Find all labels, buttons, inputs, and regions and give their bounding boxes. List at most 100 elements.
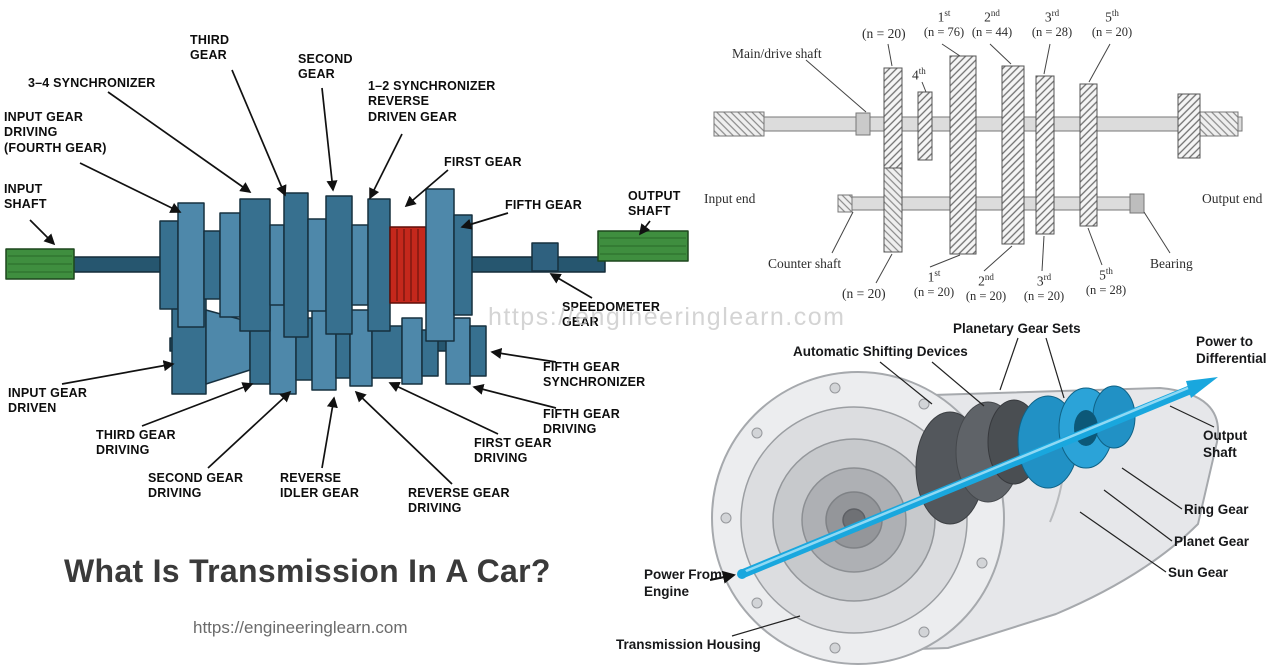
label-input-gear-driving: INPUT GEAR DRIVING (FOURTH GEAR) xyxy=(4,110,107,155)
label-automatic-shifting-devices: Automatic Shifting Devices xyxy=(793,344,968,359)
site-url: https://engineeringlearn.com xyxy=(193,618,408,637)
label-output-shaft: OUTPUT SHAFT xyxy=(628,189,681,219)
label-fifth-gear-synchronizer: FIFTH GEAR SYNCHRONIZER xyxy=(543,360,646,390)
gear-train-leaders xyxy=(805,43,1171,284)
gear-train-top-label-0: (n = 20) xyxy=(862,26,906,41)
gear-train-top-label-2: 2nd (n = 44) xyxy=(964,8,1020,39)
gear-ordinal-suffix: nd xyxy=(984,272,994,282)
label-counter-shaft: Counter shaft xyxy=(768,256,842,271)
gear-ordinal: 2nd xyxy=(958,272,1014,289)
gear-tooth-count: (n = 20) xyxy=(913,284,955,299)
input-shaft-spline xyxy=(5,248,75,280)
gear-train-top-label-1: 1st (n = 76) xyxy=(916,8,972,39)
gear-train-gears xyxy=(883,55,1201,255)
power-from-engine-arrow xyxy=(709,570,736,584)
automatic-label-leaders xyxy=(731,337,1215,637)
gear-ordinal-suffix: th xyxy=(1111,8,1119,18)
label-transmission-housing: Transmission Housing xyxy=(616,637,761,652)
gear-tooth-count: (n = 28) xyxy=(1031,24,1073,39)
label-1-2-synchronizer: 1–2 SYNCHRONIZER REVERSE DRIVEN GEAR xyxy=(368,79,496,124)
label-third-gear-driving: THIRD GEAR DRIVING xyxy=(96,428,176,458)
label-speedometer-gear: SPEEDOMETER GEAR xyxy=(562,300,661,330)
label-first-gear: FIRST GEAR xyxy=(444,155,522,169)
gear-ordinal: 3rd xyxy=(1016,272,1072,289)
label-planetary-gear-sets: Planetary Gear Sets xyxy=(953,321,1081,336)
label-reverse-gear-driving: REVERSE GEAR DRIVING xyxy=(408,486,510,516)
gear-tooth-count: (n = 20) xyxy=(965,288,1007,303)
label-main-drive-shaft: Main/drive shaft xyxy=(732,46,822,61)
gear-train-bottom-label-3: 3rd (n = 20) xyxy=(1016,272,1072,303)
watermark: https://engineeringlearn.com xyxy=(488,303,846,331)
label-power-to-differential: Power to Differential xyxy=(1196,334,1267,366)
gear-ordinal-number: 3 xyxy=(1044,9,1052,25)
label-input-shaft: INPUT SHAFT xyxy=(4,182,47,212)
label-output-shaft-auto: Output Shaft xyxy=(1203,428,1248,460)
label-input-end: Input end xyxy=(704,191,756,206)
gear-ordinal-suffix: rd xyxy=(1051,8,1060,18)
label-second-gear: SECOND GEAR xyxy=(298,52,353,82)
gear-train-bottom-label-4: 5th (n = 28) xyxy=(1078,266,1134,297)
gear-ordinal-suffix: st xyxy=(944,8,951,18)
label-4th-gear: 4th xyxy=(912,66,926,83)
gear-ordinal-number: 3 xyxy=(1036,273,1044,289)
gear-train-bottom-label-0: (n = 20) xyxy=(842,286,886,301)
label-reverse-idler-gear: REVERSE IDLER GEAR xyxy=(280,471,360,501)
label-bearing: Bearing xyxy=(1150,256,1193,271)
gear-ordinal-number: 5 xyxy=(1099,267,1106,283)
reverse-gear-red xyxy=(389,226,427,304)
output-shaft-spline xyxy=(597,230,689,262)
gear-train-top-label-4: 5th (n = 20) xyxy=(1084,8,1140,39)
bell-housing-bolts xyxy=(720,382,988,654)
gear-tooth-count: (n = 44) xyxy=(971,24,1013,39)
power-flow-shaft xyxy=(737,384,1197,579)
gear-ordinal-number: 1 xyxy=(937,9,945,25)
gear-train-bottom-label-1: 1st (n = 20) xyxy=(906,268,962,299)
mainshaft-gears xyxy=(159,188,473,342)
gear-ordinal-number: 2 xyxy=(978,273,985,289)
manual-transmission-illustration xyxy=(5,69,689,485)
gear-ordinal-number: 1 xyxy=(927,269,935,285)
label-fifth-gear-driving: FIFTH GEAR DRIVING xyxy=(543,407,620,437)
gear-tooth-count: (n = 28) xyxy=(1085,282,1127,297)
label-first-gear-driving: FIRST GEAR DRIVING xyxy=(474,436,552,466)
label-input-gear-driven: INPUT GEAR DRIVEN xyxy=(8,386,88,416)
gear-tooth-count: (n = 20) xyxy=(1091,24,1133,39)
gear-ordinal: 2nd xyxy=(964,8,1020,25)
gear-train-illustration xyxy=(713,43,1243,284)
gear-ordinal: 5th xyxy=(1084,8,1140,25)
manual-label-arrows xyxy=(29,69,651,485)
input-end-spline xyxy=(713,111,765,137)
gear-ordinal-suffix: th xyxy=(918,66,926,76)
gear-ordinal: 3rd xyxy=(1024,8,1080,25)
label-output-end: Output end xyxy=(1202,191,1263,206)
label-power-from-engine: Power From Engine xyxy=(644,567,723,599)
main-drive-shaft-bar xyxy=(713,116,1243,132)
label-third-gear: THIRD GEAR xyxy=(190,33,230,63)
speedometer-gear-shape xyxy=(531,242,559,272)
label-fifth-gear: FIFTH GEAR xyxy=(505,198,582,212)
label-sun-gear: Sun Gear xyxy=(1168,565,1229,580)
gear-ordinal: 1st xyxy=(906,268,962,285)
output-end-spline xyxy=(1197,111,1239,137)
gear-train-bottom-label-2: 2nd (n = 20) xyxy=(958,272,1014,303)
gear-tooth-count: (n = 20) xyxy=(1023,288,1065,303)
gear-ordinal-suffix: nd xyxy=(990,8,1000,18)
label-second-gear-driving: SECOND GEAR DRIVING xyxy=(148,471,244,501)
gear-train-top-label-3: 3rd (n = 28) xyxy=(1024,8,1080,39)
gear-ordinal-number: 5 xyxy=(1105,9,1112,25)
gear-ordinal: 5th xyxy=(1078,266,1134,283)
power-to-differential-arrowhead xyxy=(1186,377,1218,398)
gear-ordinal-suffix: st xyxy=(934,268,941,278)
label-3-4-synchronizer: 3–4 SYNCHRONIZER xyxy=(28,76,156,90)
image-title: What Is Transmission In A Car? xyxy=(64,553,551,589)
gear-ordinal-number: 4 xyxy=(912,67,919,83)
gear-ordinal-suffix: th xyxy=(1105,266,1113,276)
automatic-transmission-illustration xyxy=(709,337,1220,665)
gear-tooth-count: (n = 76) xyxy=(923,24,965,39)
label-ring-gear: Ring Gear xyxy=(1184,502,1249,517)
bearing-shape xyxy=(1129,193,1145,214)
gear-ordinal: 1st xyxy=(916,8,972,25)
gear-ordinal-suffix: rd xyxy=(1043,272,1052,282)
